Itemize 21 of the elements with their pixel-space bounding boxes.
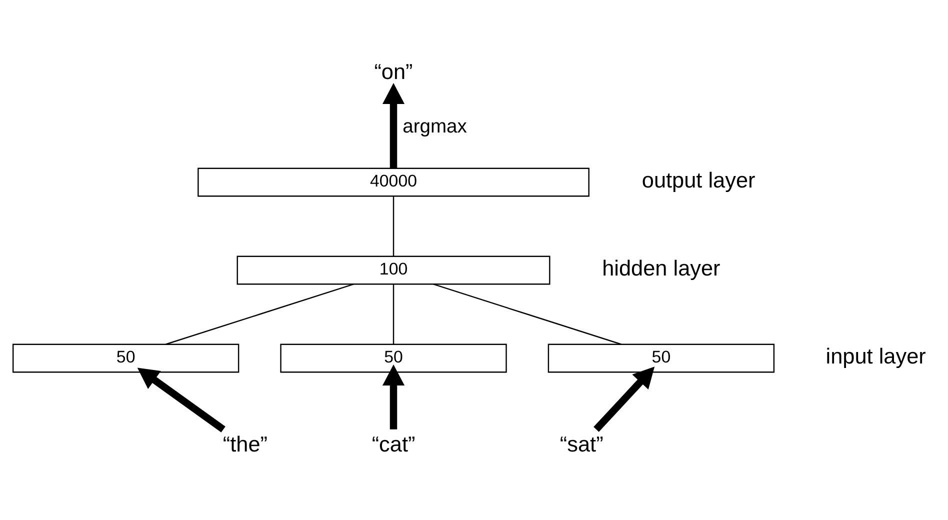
connector (166, 284, 354, 345)
arrow (382, 364, 405, 430)
node-label: output layer (642, 168, 756, 193)
node-text: “cat” (372, 432, 416, 457)
arrow (594, 366, 655, 432)
node-text: “sat” (560, 432, 604, 457)
node-box: 50 (280, 344, 507, 373)
node-box: 40000 (198, 168, 590, 197)
node-text: “the” (222, 432, 268, 457)
node-label: hidden layer (602, 256, 720, 281)
node-text: “on” (374, 59, 413, 84)
connector (392, 196, 394, 256)
node-box: 50 (548, 344, 775, 373)
arrow (137, 368, 226, 432)
node-box: 100 (236, 256, 550, 285)
connector (392, 284, 394, 344)
node-box: 50 (12, 344, 240, 373)
label: input layer (826, 344, 926, 369)
edge-label: argmax (402, 116, 467, 138)
arrow (382, 83, 405, 168)
connector (433, 284, 622, 345)
